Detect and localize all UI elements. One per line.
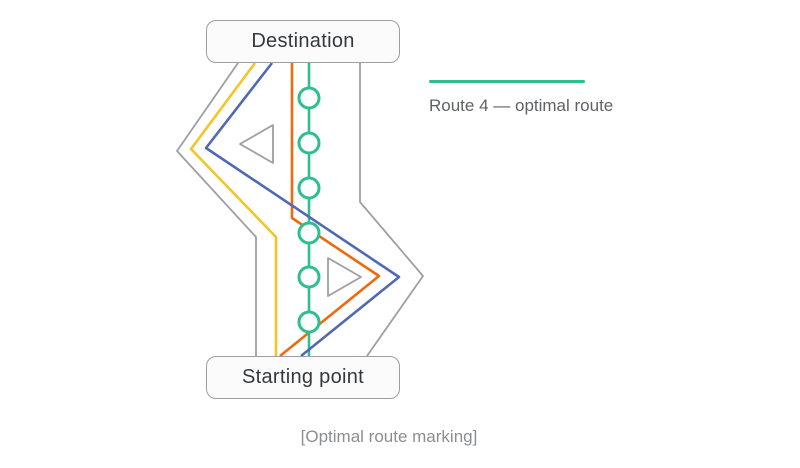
figure-caption: [Optimal route marking] [300, 427, 478, 446]
corridor-boundary-left [176, 62, 257, 356]
corridor-boundary-right [359, 63, 424, 357]
route-3-line [204, 62, 401, 358]
legend: Route 4 — optimal route [429, 80, 613, 116]
destination-label: Destination [251, 30, 355, 52]
legend-route4-swatch [429, 80, 585, 83]
route-4-stop-marker [297, 131, 321, 155]
route-4-stop-marker [297, 221, 321, 245]
route-4-stop-marker [297, 310, 321, 334]
direction-arrow-right [327, 257, 362, 297]
route-2-line [279, 63, 381, 358]
destination-node: Destination [206, 20, 400, 63]
starting-point-node: Starting point [206, 356, 400, 399]
route-4-stop-marker [297, 265, 321, 289]
route-1-line [189, 62, 278, 356]
starting-point-label: Starting point [241, 366, 365, 388]
route-4-stop-marker [297, 86, 321, 110]
legend-route4-label: Route 4 — optimal route [429, 96, 614, 115]
direction-arrow-left [239, 124, 274, 164]
route-4-stop-marker [297, 176, 321, 200]
